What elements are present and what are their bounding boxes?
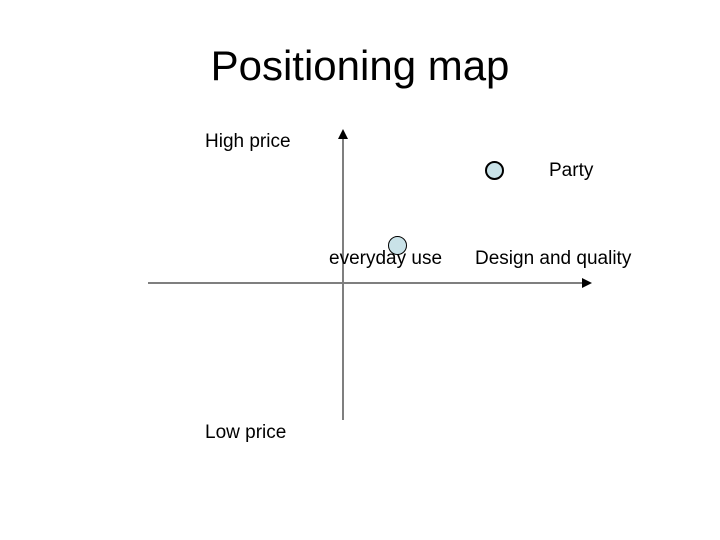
slide-title: Positioning map [210,42,510,89]
high-price-label: High price [205,131,291,152]
party-point-marker [485,161,504,180]
design-and-quality-label: Design and quality [475,248,632,269]
party-label: Party [549,160,594,181]
everyday-use-point-marker [388,236,407,255]
horizontal-axis-line [148,282,585,284]
horizontal-axis-arrow-right-icon [582,278,592,288]
vertical-axis-arrow-up-icon [338,129,348,139]
everyday-use-label: everyday use [329,248,443,269]
vertical-axis-line [342,137,344,420]
low-price-label: Low price [205,422,287,443]
